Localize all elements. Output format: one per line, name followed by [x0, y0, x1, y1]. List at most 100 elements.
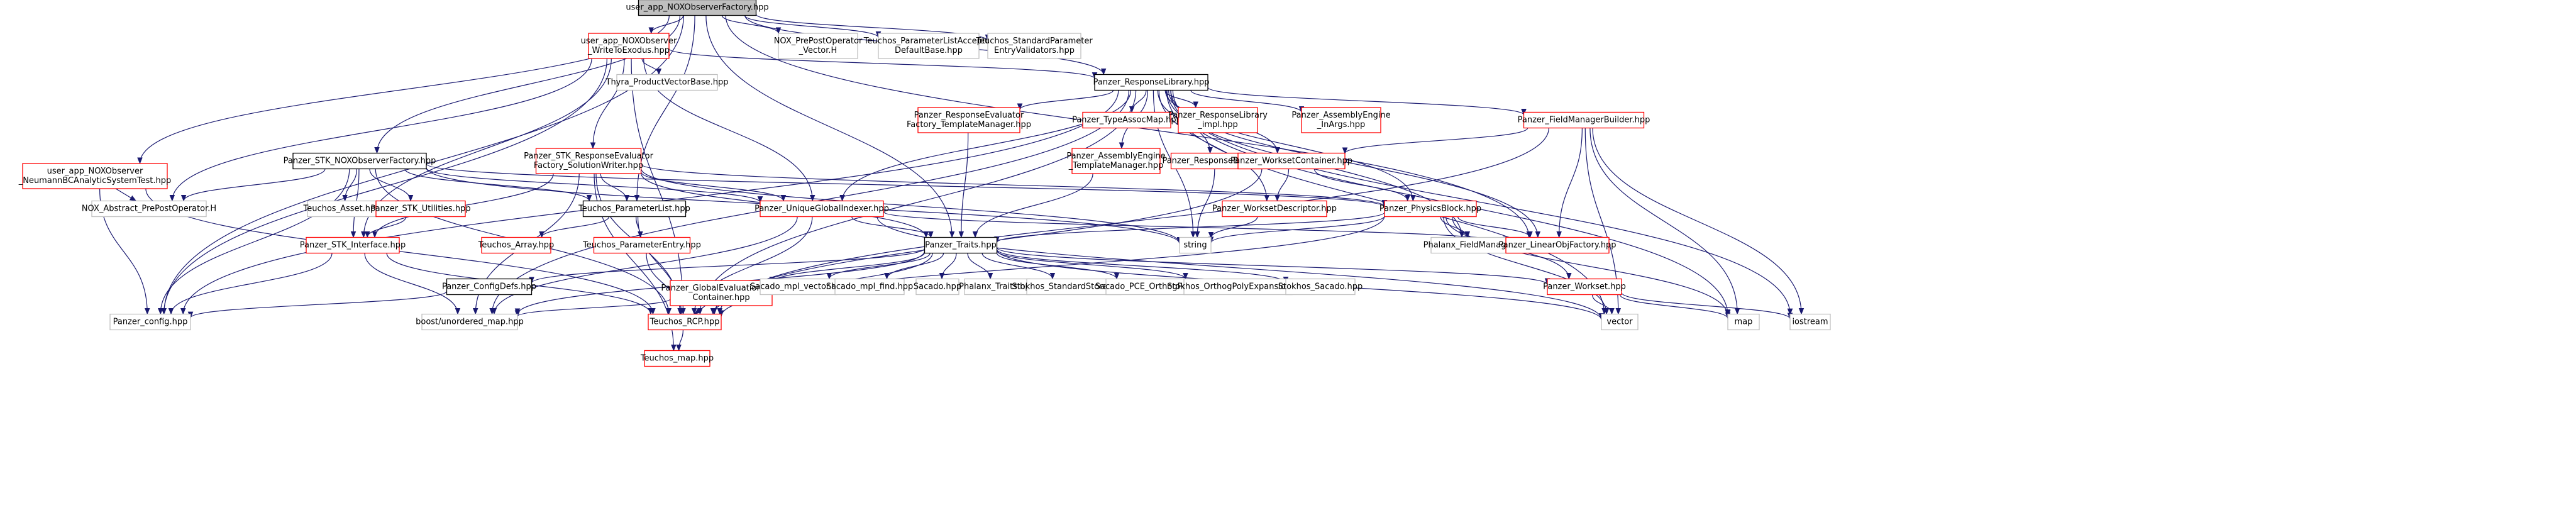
- node-thyra: Thyra_ProductVectorBase.hpp: [605, 74, 729, 91]
- edge-stkre-to-ugi: [640, 171, 787, 202]
- node-tpl[interactable]: Teuchos_ParameterList.hpp: [578, 200, 690, 218]
- node-label-line: string: [1183, 241, 1207, 250]
- edge-root-to-wte: [648, 15, 684, 35]
- node-stkint[interactable]: Panzer_STK_Interface.hpp: [300, 236, 406, 254]
- node-label-line: Teuchos_StandardParameter: [975, 36, 1093, 46]
- node-label: Panzer_UniqueGlobalIndexer.hpp: [755, 204, 889, 214]
- node-smplfind: Sacado_mpl_find.hpp: [826, 278, 913, 296]
- node-tarray[interactable]: Teuchos_Array.hpp: [478, 236, 555, 254]
- node-box: [588, 33, 670, 59]
- node-box: [1178, 107, 1258, 133]
- node-box: [1523, 111, 1645, 129]
- node-rlimpl[interactable]: Panzer_ResponseLibrary_impl.hpp: [1168, 107, 1268, 133]
- node-label: Teuchos_RCP.hpp: [650, 318, 720, 327]
- node-box: [307, 200, 377, 218]
- node-label-line: Teuchos_ParameterList.hpp: [578, 204, 690, 214]
- edge-wte-to-stkre: [590, 58, 625, 150]
- node-label-line: _impl.hpp: [1197, 120, 1238, 130]
- edge-stkint-to-config: [168, 253, 333, 315]
- node-label: string: [1183, 241, 1207, 250]
- node-box: [1601, 313, 1639, 331]
- node-box: [1071, 148, 1161, 174]
- node-box: [1082, 111, 1171, 129]
- edge-physblock-to-map: [1451, 216, 1731, 318]
- node-box: [1789, 313, 1831, 331]
- node-wscont[interactable]: Panzer_WorksetContainer.hpp: [1230, 152, 1352, 170]
- edge-resplib-to-rcp: [697, 90, 1137, 315]
- edge-resplib-to-revf: [1017, 90, 1114, 111]
- node-label: Panzer_PhysicsBlock.hpp: [1379, 204, 1481, 214]
- edge-ugi-to-unordered: [491, 216, 798, 315]
- node-label: Panzer_LinearObjFactory.hpp: [1498, 241, 1616, 250]
- node-neumann[interactable]: user_app_NOXObserver_NeumannBCAnalyticSy…: [18, 163, 172, 189]
- node-lof[interactable]: Panzer_LinearObjFactory.hpp: [1498, 236, 1617, 254]
- node-aetm[interactable]: Panzer_AssemblyEngine_TemplateManager.hp…: [1066, 148, 1166, 174]
- node-layer: user_app_NOXObserverFactory.hpp user_app_…: [18, 0, 1831, 367]
- node-traits[interactable]: Panzer_Traits.hpp: [924, 236, 998, 254]
- node-box: [670, 280, 773, 306]
- node-box: [446, 278, 533, 296]
- node-label-line: boost/unordered_map.hpp: [416, 318, 524, 327]
- node-resplib[interactable]: Panzer_ResponseLibrary.hpp: [1093, 74, 1210, 91]
- node-label-line: Panzer_ResponseEvaluator: [914, 111, 1024, 120]
- node-label-line: Panzer_Workset.hpp: [1543, 282, 1626, 292]
- node-label: Panzer_STK_Interface.hpp: [300, 241, 406, 250]
- node-box: [1505, 236, 1610, 254]
- node-label: Phalanx_Traits.hpp: [959, 282, 1036, 292]
- node-wte[interactable]: user_app_NOXObserver_WriteToExodus.hpp: [581, 33, 677, 59]
- node-label: Panzer_Traits.hpp: [925, 241, 997, 250]
- node-label: Panzer_TypeAssocMap.hpp: [1072, 116, 1181, 125]
- node-box: [306, 236, 400, 254]
- node-typeassoc[interactable]: Panzer_TypeAssocMap.hpp: [1072, 111, 1181, 129]
- edge-physblock-to-lof: [1457, 216, 1533, 238]
- node-physblock[interactable]: Panzer_PhysicsBlock.hpp: [1379, 200, 1481, 218]
- node-aeinargs[interactable]: Panzer_AssemblyEngine_InArgs.hpp: [1291, 107, 1391, 133]
- node-wsdesc[interactable]: Panzer_WorksetDescriptor.hpp: [1212, 200, 1337, 218]
- edge-traits-to-sacado: [939, 253, 957, 280]
- node-rcp[interactable]: Teuchos_RCP.hpp: [648, 313, 722, 331]
- node-label-line: Panzer_STK_ResponseEvaluator: [524, 152, 654, 161]
- node-stokortho: Stokhos_OrthogPolyExpansion.hpp: [1167, 278, 1309, 296]
- edge-stknox-to-stkutil: [369, 169, 414, 202]
- edge-wte-to-noxabs: [169, 58, 592, 202]
- node-label-line: vector: [1606, 318, 1633, 327]
- node-tasset: Teuchos_Asset.hpp: [303, 200, 381, 218]
- node-label: Phalanx_FieldManager.hpp: [1423, 241, 1532, 250]
- edge-workset-to-vector: [1591, 294, 1615, 315]
- node-configdefs[interactable]: Panzer_ConfigDefs.hpp: [442, 278, 536, 296]
- edge-traits-to-smplfind: [884, 253, 944, 280]
- node-fmb[interactable]: Panzer_FieldManagerBuilder.hpp: [1518, 111, 1650, 129]
- node-root[interactable]: user_app_NOXObserverFactory.hpp: [626, 0, 769, 16]
- node-tmap[interactable]: Teuchos_map.hpp: [640, 350, 714, 367]
- node-label-line: Thyra_ProductVectorBase.hpp: [605, 78, 729, 87]
- node-label-line: Panzer_Traits.hpp: [925, 241, 997, 250]
- node-label-line: Panzer_TypeAssocMap.hpp: [1072, 116, 1181, 125]
- edge-neumann-to-noxabs: [115, 188, 137, 202]
- edge-stkutil-to-stkint: [364, 216, 407, 238]
- node-label-line: Panzer_ResponseLibrary.hpp: [1093, 78, 1209, 87]
- node-workset[interactable]: Panzer_Workset.hpp: [1543, 278, 1626, 296]
- node-label: Sacado.hpp: [914, 282, 961, 292]
- edge-ugi-to-traits: [851, 216, 934, 238]
- edge-aetm-to-traits: [972, 173, 1093, 238]
- node-stkutil[interactable]: Panzer_STK_Utilities.hpp: [370, 200, 471, 218]
- node-tpentry[interactable]: Teuchos_ParameterEntry.hpp: [582, 236, 701, 254]
- node-stknox[interactable]: Panzer_STK_NOXObserverFactory.hpp: [284, 152, 436, 170]
- node-box: [917, 107, 1020, 133]
- edge-fmb-to-wscont: [1342, 127, 1528, 155]
- node-smplvec: Sacado_mpl_vector.hpp: [750, 278, 847, 296]
- node-ugi[interactable]: Panzer_UniqueGlobalIndexer.hpp: [755, 200, 889, 218]
- node-label-line: _InArgs.hpp: [1317, 120, 1365, 130]
- node-label: Teuchos_ParameterList.hpp: [578, 204, 690, 214]
- node-box: [987, 33, 1081, 59]
- node-label-line: Stokhos_StandardStorage.hpp: [1012, 282, 1136, 292]
- node-box: [91, 200, 207, 218]
